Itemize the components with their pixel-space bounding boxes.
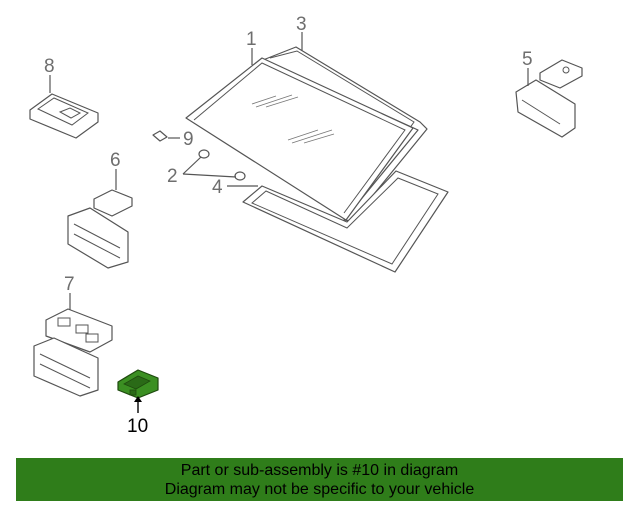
part-2-stopper[interactable] <box>182 149 246 181</box>
part-5-console-lamp[interactable] <box>515 59 583 138</box>
part-9-clip[interactable] <box>152 130 180 142</box>
parts-diagram: 1 2 3 4 5 6 7 8 9 10 <box>29 14 583 437</box>
part-7-map-lamp[interactable] <box>33 293 113 397</box>
part-8-lamp-lens[interactable] <box>29 75 99 139</box>
banner-line-1: Part or sub-assembly is #10 in diagram <box>180 462 459 479</box>
callout-9: 9 <box>183 129 194 150</box>
callout-3: 3 <box>296 14 307 35</box>
info-banner: Part or sub-assembly is #10 in diagram D… <box>16 458 623 501</box>
callout-2: 2 <box>167 166 178 187</box>
part-10-bracket[interactable] <box>117 369 159 413</box>
part-6-room-lamp[interactable] <box>67 169 133 269</box>
callout-5: 5 <box>522 49 533 70</box>
callout-7: 7 <box>64 274 75 295</box>
callout-8: 8 <box>44 56 55 77</box>
part-1-windshield-glass[interactable] <box>185 57 414 221</box>
part-4-dam-seal[interactable] <box>242 170 449 273</box>
banner-line-2: Diagram may not be specific to your vehi… <box>164 481 475 498</box>
callout-4: 4 <box>212 177 223 198</box>
callout-6: 6 <box>110 150 121 171</box>
callout-1: 1 <box>246 29 257 50</box>
callout-10: 10 <box>127 416 148 437</box>
